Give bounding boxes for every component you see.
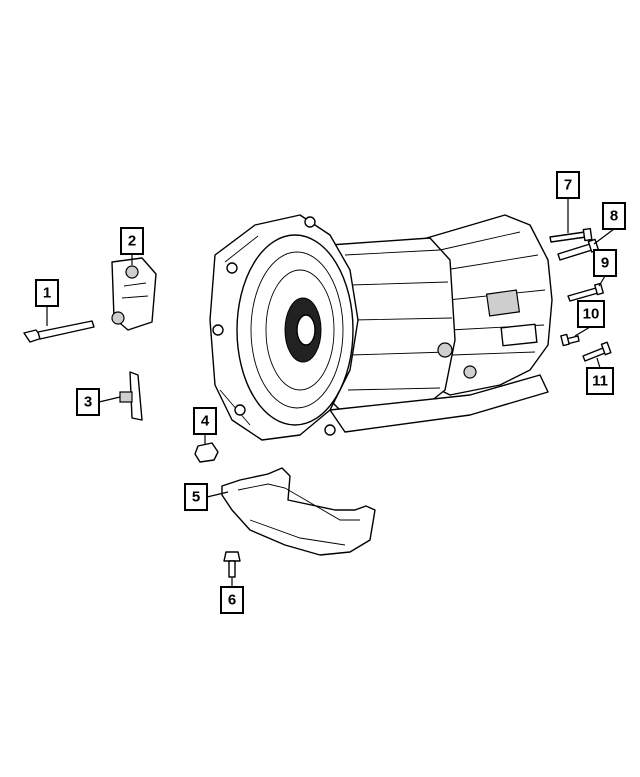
skid-plate-part-5 [221, 467, 376, 556]
bracket-part-3 [119, 371, 143, 421]
leader-lines [46, 198, 615, 587]
callout-1: 1 [35, 279, 59, 307]
callout-label: 6 [228, 592, 236, 609]
callout-label: 1 [43, 285, 51, 302]
bolt-part-1 [23, 320, 95, 343]
callout-label: 8 [610, 208, 618, 225]
callout-label: 5 [192, 489, 200, 506]
callout-11: 11 [586, 367, 614, 395]
callout-7: 7 [556, 171, 580, 199]
callout-label: 2 [128, 233, 136, 250]
bolt-part-11 [582, 341, 612, 362]
nut-part-4 [194, 442, 219, 463]
bolt-part-7 [549, 227, 593, 243]
callout-4: 4 [193, 407, 217, 435]
callout-label: 3 [84, 394, 92, 411]
callout-5: 5 [184, 483, 208, 511]
callout-8: 8 [602, 202, 626, 230]
callout-10: 10 [577, 300, 605, 328]
callout-label: 7 [564, 177, 572, 194]
mount-bracket-part-2 [111, 257, 157, 331]
bolt-part-10 [560, 333, 580, 347]
callout-9: 9 [593, 249, 617, 277]
callout-label: 9 [601, 255, 609, 272]
stud-part-6 [223, 551, 241, 578]
callout-3: 3 [76, 388, 100, 416]
bolt-part-9 [567, 282, 604, 302]
callout-6: 6 [220, 586, 244, 614]
bolt-part-8 [557, 238, 600, 261]
callout-label: 10 [583, 306, 600, 323]
callout-2: 2 [120, 227, 144, 255]
transmission-assembly [209, 214, 553, 441]
callout-label: 4 [201, 413, 210, 430]
callout-label: 11 [592, 373, 608, 390]
